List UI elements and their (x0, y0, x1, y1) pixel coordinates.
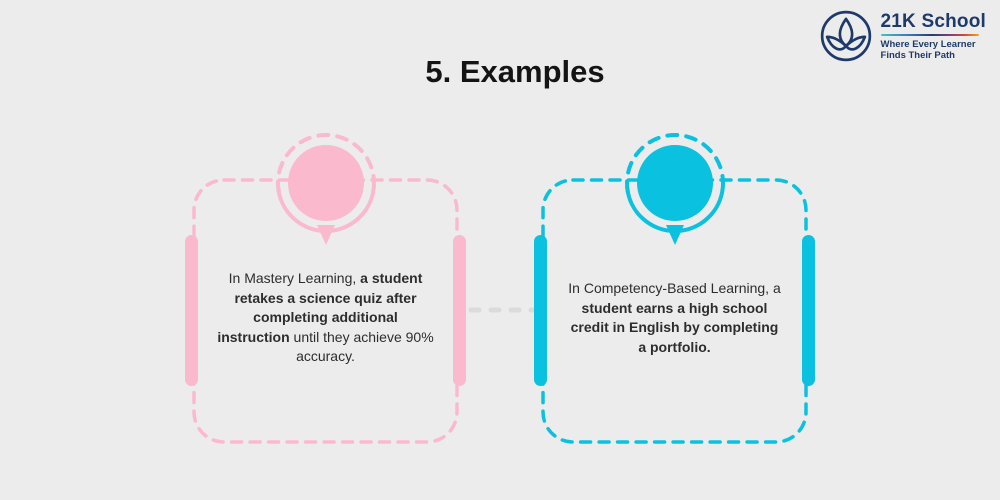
logo-tagline-line1: Where Every Learner (880, 39, 976, 51)
example-card-competency-based-learning: In Competency-Based Learning, a student … (534, 133, 815, 444)
card-side-bar-left (534, 235, 547, 386)
logo-text: 21K School Where Every Learner Finds The… (880, 10, 986, 62)
lotus-icon (820, 10, 871, 62)
card-side-bar-right (802, 235, 815, 386)
logo-gradient-rule (880, 33, 979, 37)
logo: 21K School Where Every Learner Finds The… (819, 9, 986, 63)
text-segment: until they achieve 90% accuracy. (289, 328, 434, 365)
logo-tagline-line2: Finds Their Path (880, 50, 955, 62)
circle-marker-icon (624, 133, 725, 245)
example-card-mastery-learning: In Mastery Learning, a student retakes a… (185, 133, 466, 444)
card-text-mastery: In Mastery Learning, a student retakes a… (192, 178, 459, 444)
text-segment: In Mastery Learning, (228, 270, 361, 287)
circle-marker-icon (275, 133, 376, 245)
text-segment: In Competency-Based Learning, a (568, 280, 781, 296)
logo-name: 21K School (880, 10, 986, 32)
card-text-competency: In Competency-Based Learning, a student … (541, 178, 808, 444)
card-side-bar-left (185, 235, 198, 386)
page-title: 5. Examples (425, 54, 605, 89)
text-segment-bold: student earns a high school credit in En… (570, 299, 779, 355)
card-side-bar-right (453, 235, 466, 386)
connector-dashed-line (468, 307, 536, 313)
text-segment-bold: a student retakes a science quiz after c… (217, 270, 423, 345)
